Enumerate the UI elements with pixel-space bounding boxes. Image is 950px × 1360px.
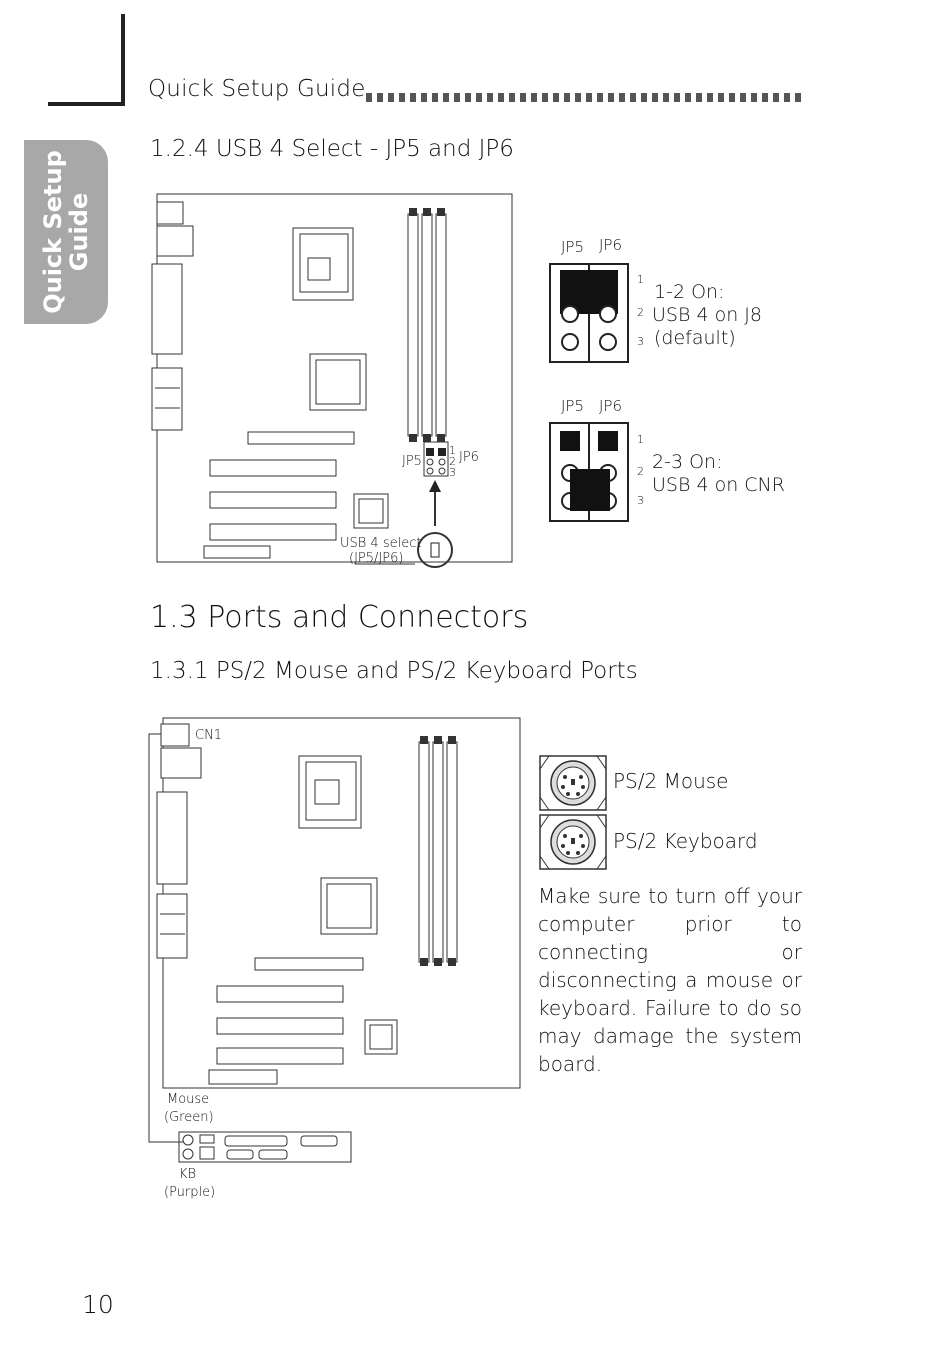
setting2-jp6-label: JP6 xyxy=(599,397,623,415)
header-dot-rule xyxy=(366,93,801,102)
ps2-port-icon xyxy=(539,814,607,870)
setting1-pin2: 2 xyxy=(637,306,644,319)
setting2-pin2: 2 xyxy=(637,465,644,478)
setting1-pin1: 1 xyxy=(637,273,644,286)
board1-pin3: 3 xyxy=(449,466,456,479)
setting1-jp5-label: JP5 xyxy=(561,238,585,256)
board1-pin2: 2 xyxy=(449,455,456,468)
running-header: Quick Setup Guide xyxy=(148,76,366,102)
mouse-color-label: (Green) xyxy=(164,1110,214,1125)
setting1-jp6-label: JP6 xyxy=(599,236,623,254)
board1-pin1: 1 xyxy=(449,444,456,457)
setting1-line1: 1-2 On: xyxy=(654,281,725,303)
callout-label-line1: USB 4 select xyxy=(340,536,422,551)
jumper-diagram-2-3-on xyxy=(549,422,629,522)
page-number: 10 xyxy=(82,1290,114,1319)
setting2-line1: 2-3 On: xyxy=(652,451,723,473)
motherboard-diagram-ps2-ports xyxy=(148,717,521,1163)
section-131-heading: 1.3.1 PS/2 Mouse and PS/2 Keyboard Ports xyxy=(150,658,638,684)
setting2-pin1: 1 xyxy=(637,433,644,446)
setting1-line2: USB 4 on J8 xyxy=(652,304,762,326)
setting2-jp5-label: JP5 xyxy=(561,397,585,415)
ps2-warning-paragraph: Make sure to turn off your computer prio… xyxy=(538,884,802,1076)
board1-jp5-label: JP5 xyxy=(402,454,422,469)
side-tab-line1: Quick Setup xyxy=(39,150,67,314)
callout-label-line2: (JP5/JP6) xyxy=(349,551,404,566)
kb-color-label: (Purple) xyxy=(164,1185,216,1200)
side-tab-line2: Guide xyxy=(65,192,93,272)
setting1-line3: (default) xyxy=(654,327,736,349)
corner-mark-horizontal xyxy=(48,102,125,106)
section-124-heading: 1.2.4 USB 4 Select - JP5 and JP6 xyxy=(150,136,514,162)
side-tab: Quick Setup Guide xyxy=(24,140,108,324)
section-13-heading: 1.3 Ports and Connectors xyxy=(150,600,529,635)
ps2-mouse-caption: PS/2 Mouse xyxy=(613,769,729,793)
kb-label: KB xyxy=(179,1167,197,1182)
cn1-label: CN1 xyxy=(195,728,223,743)
board1-jp6-label: JP6 xyxy=(459,450,479,465)
jumper-diagram-1-2-on xyxy=(549,263,629,363)
corner-mark-vertical xyxy=(121,14,125,106)
motherboard-diagram-usb-select xyxy=(151,193,513,568)
ps2-keyboard-caption: PS/2 Keyboard xyxy=(613,829,758,853)
setting2-pin3: 3 xyxy=(637,494,644,507)
setting1-pin3: 3 xyxy=(637,335,644,348)
ps2-port-icon xyxy=(539,755,607,811)
setting2-line2: USB 4 on CNR xyxy=(652,474,785,496)
mouse-label: Mouse xyxy=(167,1092,210,1107)
